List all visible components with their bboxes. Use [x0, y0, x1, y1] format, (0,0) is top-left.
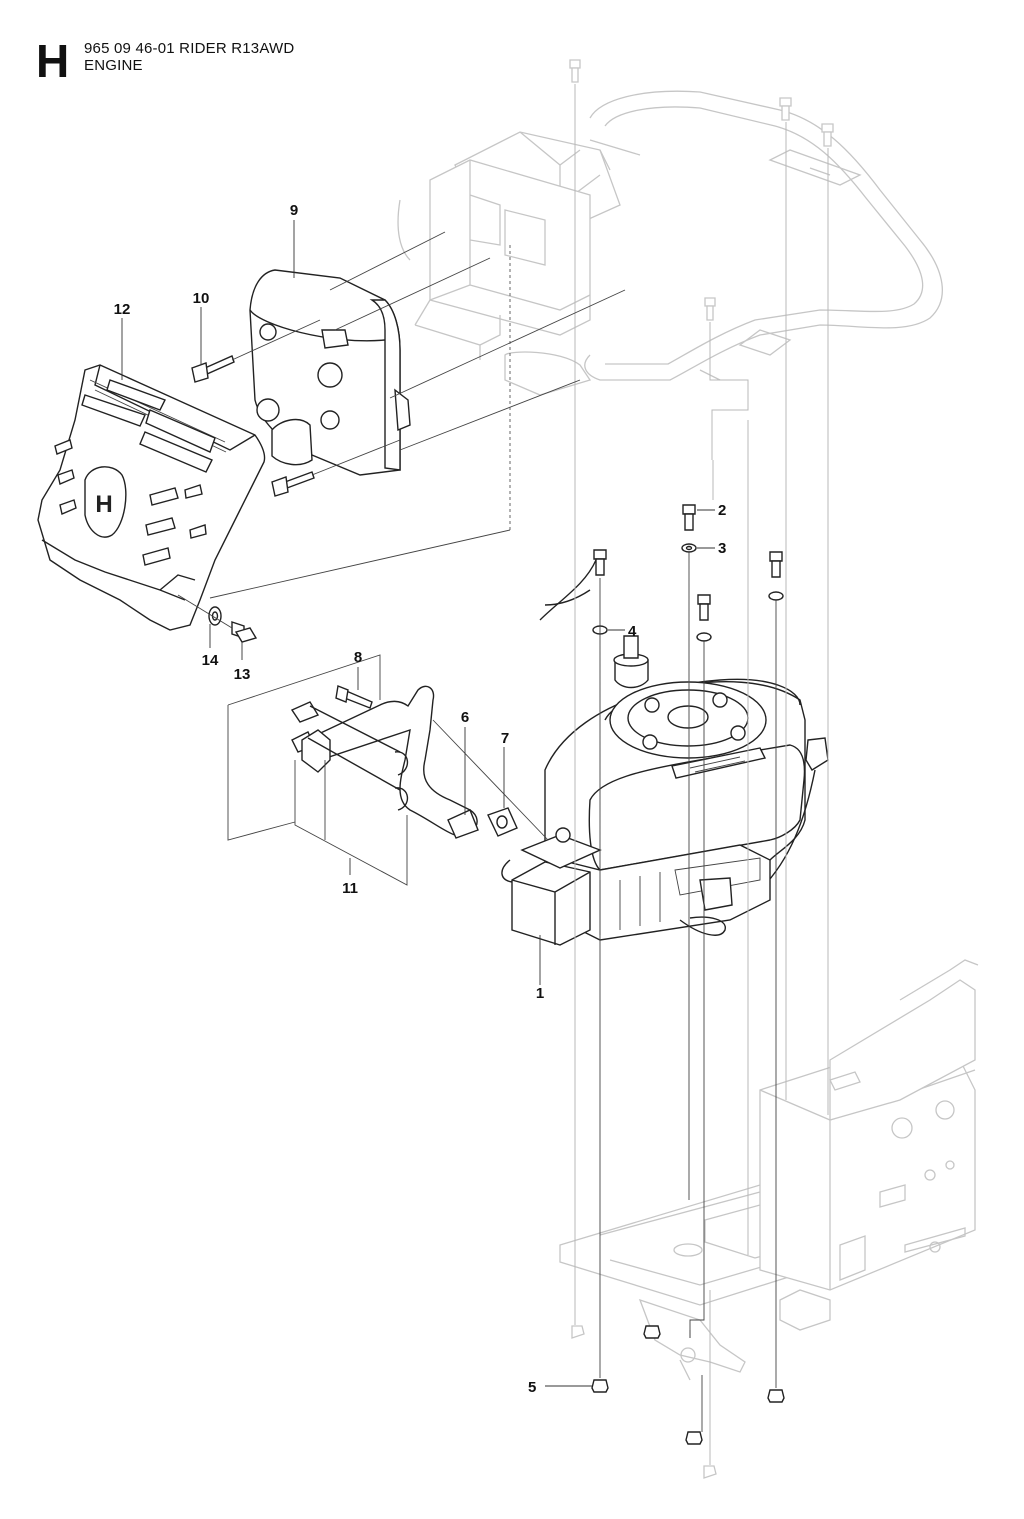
callout-3: 3 [718, 540, 726, 557]
callout-8: 8 [354, 649, 362, 666]
callout-2: 2 [718, 502, 726, 519]
section-letter: H [36, 35, 70, 87]
diagram-subtitle: ENGINE [84, 57, 143, 74]
callout-5: 5 [528, 1379, 536, 1396]
exhaust-pipe-assembly [290, 685, 518, 839]
brand-logo: H [95, 491, 112, 518]
callout-9: 9 [290, 202, 298, 219]
ghost-handle-frame [397, 90, 943, 396]
ghost-chassis [559, 959, 979, 1381]
engine-assembly [501, 559, 829, 946]
leader-lines [121, 220, 715, 1387]
diagram-title: 965 09 46-01 RIDER R13AWD [84, 40, 295, 57]
callout-10: 10 [193, 290, 210, 307]
fasteners [191, 59, 834, 1479]
callout-12: 12 [114, 301, 131, 318]
diagram-header: H 965 09 46-01 RIDER R13AWD ENGINE [36, 36, 456, 86]
muffler-part-9 [249, 269, 411, 476]
callout-labels: 1 2 3 4 5 6 7 8 9 10 11 12 13 14 [114, 202, 727, 1396]
callout-6: 6 [461, 709, 469, 726]
callout-7: 7 [501, 730, 509, 747]
heat-shield-part-12: H [37, 364, 266, 631]
callout-1: 1 [536, 985, 544, 1002]
callout-11: 11 [342, 880, 358, 897]
callout-13: 13 [234, 666, 251, 683]
alignment-lines [574, 84, 829, 1465]
callout-14: 14 [202, 652, 219, 669]
assembly-lines [177, 231, 777, 1432]
callout-4: 4 [628, 623, 637, 640]
